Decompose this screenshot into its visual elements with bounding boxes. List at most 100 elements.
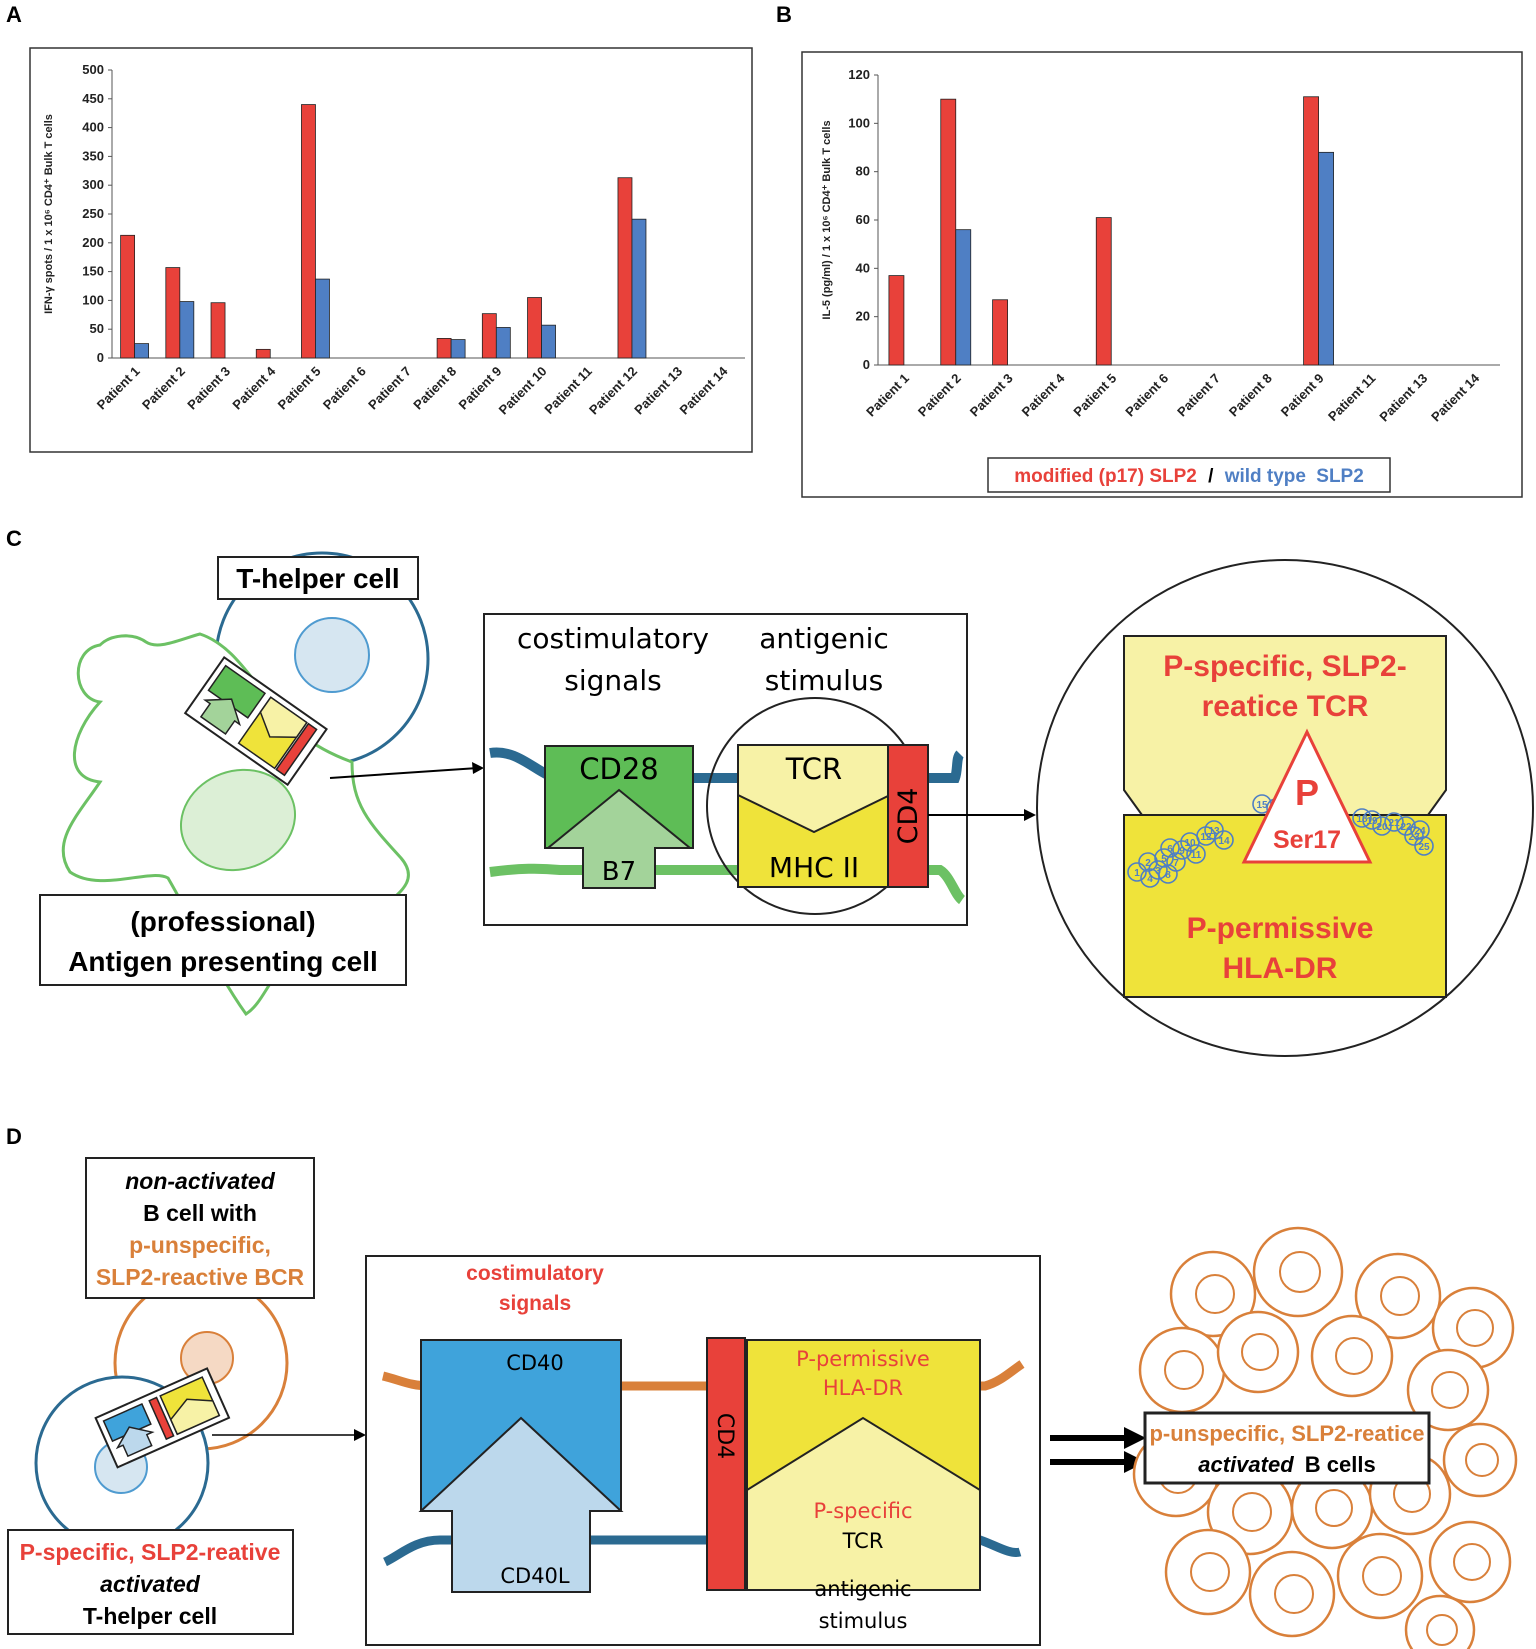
bar xyxy=(631,218,647,359)
y-tick-label: 400 xyxy=(82,120,104,135)
panel-label-d: D xyxy=(6,1124,22,1149)
bar xyxy=(210,302,226,359)
residue-circle xyxy=(1148,860,1168,880)
b-cell-nucleus xyxy=(1241,1333,1279,1371)
b-cell-nucleus xyxy=(1190,1552,1230,1592)
costim-d-label-2: signals xyxy=(499,1292,571,1315)
chart-a: IFN-γ spots / 1 x 10⁶ CD4⁺ Bulk T cells … xyxy=(29,47,753,453)
b-cell-nucleus xyxy=(1362,1556,1402,1596)
chart-a-y-label: IFN-γ spots / 1 x 10⁶ CD4⁺ Bulk T cells xyxy=(43,114,55,314)
residue-circle xyxy=(1410,820,1430,840)
residue-label: 22 xyxy=(1400,822,1412,833)
chart-b-y-label: IL-5 (pg/ml) / 1 x 10⁶ CD4⁺ Bulk T cells xyxy=(821,120,833,319)
residue-circle xyxy=(1204,820,1224,840)
residue-circle xyxy=(1160,838,1180,858)
residue-circle xyxy=(1214,830,1234,850)
b-cell-outline xyxy=(1404,1594,1476,1649)
residue-circle xyxy=(1127,862,1147,882)
b-cell-nucleus xyxy=(1426,1614,1458,1646)
zoom-hla-label-1: P-permissive xyxy=(1187,912,1374,945)
y-tick-label: 40 xyxy=(856,260,870,275)
tcr-d-label-1: P-specific xyxy=(813,1499,912,1523)
costim-label-2: signals xyxy=(564,664,661,697)
residue-circle xyxy=(1138,852,1158,872)
bar xyxy=(495,327,511,359)
residue-circle xyxy=(1172,840,1192,860)
b-cell-nucleus xyxy=(1335,1337,1373,1375)
residue-label: 10 xyxy=(1184,838,1196,849)
residue-label: 1 xyxy=(1134,868,1140,879)
b-cell-outline xyxy=(1216,1310,1300,1394)
arrow-d1-head xyxy=(354,1429,366,1441)
t-cell-label-3: T-helper cell xyxy=(83,1603,217,1629)
panel-label-c: C xyxy=(6,526,22,551)
residue-label: 14 xyxy=(1218,836,1230,847)
cd28-label: CD28 xyxy=(579,752,658,786)
antigen-label-1: antigenic xyxy=(759,622,889,655)
t-helper-label-box xyxy=(217,556,419,600)
residue-label: 11 xyxy=(1191,850,1202,861)
chart-b-frame xyxy=(801,51,1523,498)
residue-label: 21 xyxy=(1388,818,1400,829)
b-cell-nucleus xyxy=(1232,1492,1272,1532)
y-tick-label: 300 xyxy=(82,177,104,192)
bar xyxy=(134,343,150,359)
b-cell-outline xyxy=(1169,1250,1257,1338)
bar xyxy=(301,104,316,359)
y-tick-label: 100 xyxy=(82,292,104,307)
chart-a-bars xyxy=(120,104,647,359)
zoom-tcr-label-2: reatice TCR xyxy=(1202,690,1369,723)
apc-label-line2: Antigen presenting cell xyxy=(68,946,378,977)
residue-label: 6 xyxy=(1167,844,1173,855)
chart-b: IL-5 (pg/ml) / 1 x 10⁶ CD4⁺ Bulk T cells… xyxy=(801,51,1523,498)
bar xyxy=(1095,217,1112,366)
y-tick-label: 450 xyxy=(82,91,104,106)
b-cell-outline xyxy=(1138,1326,1226,1414)
hla-d-label-1: P-permissive xyxy=(796,1347,930,1371)
bar xyxy=(527,297,542,359)
bar xyxy=(992,299,1008,366)
legend-wild-suffix: SLP2 xyxy=(1316,466,1364,487)
b7-label: B7 xyxy=(602,857,636,887)
b-cell-nucleus xyxy=(1453,1543,1491,1581)
cd4-label-d: CD4 xyxy=(712,1413,737,1459)
b-cell-label-box xyxy=(85,1157,315,1299)
bar xyxy=(179,301,195,359)
residue-label: 8 xyxy=(1165,870,1171,881)
residue-label: 2 xyxy=(1145,858,1151,869)
y-tick-label: 500 xyxy=(82,62,104,77)
panel-d: non-activated B cell with p-unspecific, … xyxy=(7,1157,1518,1649)
residue-circle xyxy=(1154,848,1174,868)
phospho-triangle xyxy=(1241,728,1373,864)
bar xyxy=(888,275,905,366)
residue-circle xyxy=(1396,816,1416,836)
t-cell-label-box xyxy=(7,1529,294,1635)
result-label-2: activated B cells xyxy=(1198,1452,1375,1477)
b-cell-nucleus xyxy=(1465,1443,1499,1477)
y-tick-label: 60 xyxy=(856,212,870,227)
cd4-label-c: CD4 xyxy=(893,788,924,845)
cd40l-label: CD40L xyxy=(500,1564,570,1588)
bar xyxy=(165,267,181,359)
y-tick-label: 350 xyxy=(82,148,104,163)
b-cell-nucleus xyxy=(1279,1251,1321,1293)
y-tick-label: 0 xyxy=(863,357,870,372)
residue-circle xyxy=(1186,844,1206,864)
bar xyxy=(1318,151,1334,366)
apc-nucleus xyxy=(179,768,297,872)
bar xyxy=(315,278,330,359)
antigen-d-label-1: antigenic xyxy=(814,1577,911,1601)
hla-d-label-2: HLA-DR xyxy=(823,1376,903,1400)
costim-label-1: costimulatory xyxy=(517,622,709,655)
b-cell-nucleus xyxy=(1195,1274,1235,1314)
b-cell-nucleus xyxy=(1456,1309,1494,1347)
result-label-bcells: B cells xyxy=(1305,1452,1376,1477)
bar xyxy=(450,339,466,359)
residue-label: 13 xyxy=(1208,826,1220,837)
cd40-label: CD40 xyxy=(506,1351,564,1375)
residue-label: 15 xyxy=(1256,800,1268,811)
apc-label-box xyxy=(39,894,407,986)
tcr-shape xyxy=(737,744,891,834)
residue-circle xyxy=(1140,868,1160,888)
